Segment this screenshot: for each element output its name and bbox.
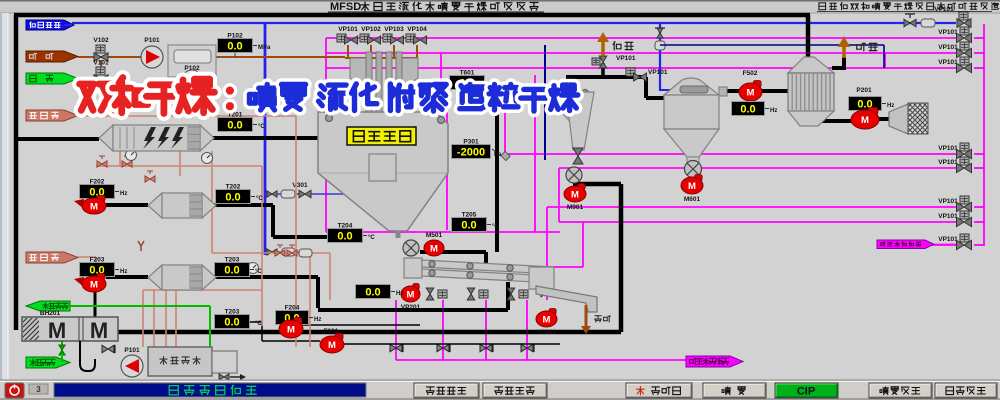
svg-text:0.0: 0.0 [224, 316, 239, 328]
svg-text:Hz: Hz [396, 291, 403, 297]
svg-text:VP101: VP101 [338, 26, 358, 33]
svg-text:Hz: Hz [887, 103, 894, 109]
svg-text:VP101: VP101 [938, 44, 958, 51]
svg-text:0.0: 0.0 [857, 98, 872, 110]
svg-text:P301: P301 [463, 139, 479, 146]
svg-text:VP103: VP103 [384, 26, 404, 33]
svg-text:F204: F204 [285, 305, 300, 312]
svg-text:M: M [543, 315, 551, 326]
svg-text:M: M [571, 190, 579, 201]
svg-text:VP201: VP201 [401, 304, 421, 311]
svg-text:P101: P101 [124, 347, 140, 354]
svg-text:T203: T203 [225, 309, 240, 316]
svg-text:0.0: 0.0 [227, 119, 242, 131]
svg-text:VP101: VP101 [934, 6, 954, 13]
svg-text:M901: M901 [567, 204, 584, 211]
svg-text:0.0: 0.0 [227, 40, 242, 52]
svg-text:MPa: MPa [258, 45, 271, 51]
svg-text:Hz: Hz [120, 191, 127, 197]
svg-text:VP102: VP102 [361, 26, 381, 33]
svg-text:T202: T202 [226, 184, 241, 191]
svg-text:Hz: Hz [120, 269, 127, 275]
svg-text:-2000: -2000 [457, 146, 485, 158]
svg-text:V102: V102 [93, 37, 109, 44]
svg-text:P201: P201 [856, 87, 872, 94]
svg-text:V301: V301 [292, 182, 308, 189]
svg-text:T203: T203 [225, 257, 240, 264]
svg-text:P102: P102 [227, 33, 243, 40]
svg-text:MFSD: MFSD [330, 1, 361, 13]
svg-text:0.0: 0.0 [740, 103, 755, 115]
svg-text:F202: F202 [90, 179, 105, 186]
svg-text:VP101: VP101 [616, 55, 636, 62]
svg-text:VP101: VP101 [938, 213, 958, 220]
svg-text:VP101: VP101 [938, 29, 958, 36]
svg-text:Pa: Pa [494, 152, 502, 158]
svg-text:VP101: VP101 [938, 236, 958, 243]
svg-text:°C: °C [255, 321, 262, 327]
svg-text:VP104: VP104 [407, 26, 427, 33]
svg-text:BH201: BH201 [40, 310, 61, 317]
svg-text:M: M [747, 88, 755, 99]
svg-text:T601: T601 [460, 70, 475, 77]
svg-text:M: M [328, 340, 336, 351]
svg-text:VP101: VP101 [938, 198, 958, 205]
svg-text:0.0: 0.0 [224, 264, 239, 276]
svg-text:M: M [48, 318, 66, 343]
svg-text:F203: F203 [90, 257, 105, 264]
svg-text:0.0: 0.0 [461, 219, 476, 231]
svg-text:T204: T204 [338, 223, 353, 230]
svg-text:°C: °C [492, 224, 499, 230]
svg-text:VP101: VP101 [938, 145, 958, 152]
svg-text:F502: F502 [743, 70, 758, 77]
svg-text:M: M [90, 202, 98, 213]
svg-text:M: M [90, 280, 98, 291]
svg-text:°C: °C [255, 269, 262, 275]
svg-text:VP101: VP101 [938, 159, 958, 166]
svg-text:0.0: 0.0 [337, 230, 352, 242]
svg-text:M501: M501 [426, 232, 443, 239]
svg-text:M: M [287, 325, 295, 336]
svg-text:M: M [407, 290, 415, 301]
svg-text:M601: M601 [684, 196, 701, 203]
svg-text:M: M [90, 318, 108, 343]
svg-text:°C: °C [368, 235, 375, 241]
svg-text:P102: P102 [184, 65, 200, 72]
svg-text:Hz: Hz [770, 108, 777, 114]
svg-text:CIP: CIP [797, 386, 815, 398]
svg-text:P101: P101 [144, 37, 160, 44]
svg-text:°C: °C [256, 196, 263, 202]
svg-text:VS201: VS201 [537, 329, 557, 336]
svg-text:T205: T205 [462, 212, 477, 219]
svg-text:3: 3 [36, 385, 41, 394]
svg-text:0.0: 0.0 [365, 286, 380, 298]
svg-text:M: M [430, 244, 438, 255]
svg-text:VP101: VP101 [648, 69, 668, 76]
svg-text:V101: V101 [93, 60, 109, 67]
svg-text:M: M [688, 181, 696, 192]
svg-text:VP101: VP101 [938, 59, 958, 66]
svg-text:Hz: Hz [314, 317, 321, 323]
svg-text:F601: F601 [324, 328, 339, 335]
svg-text:M: M [861, 115, 869, 126]
svg-text:0.0: 0.0 [225, 191, 240, 203]
svg-text:T201: T201 [228, 112, 243, 119]
svg-text:°C: °C [258, 124, 265, 130]
